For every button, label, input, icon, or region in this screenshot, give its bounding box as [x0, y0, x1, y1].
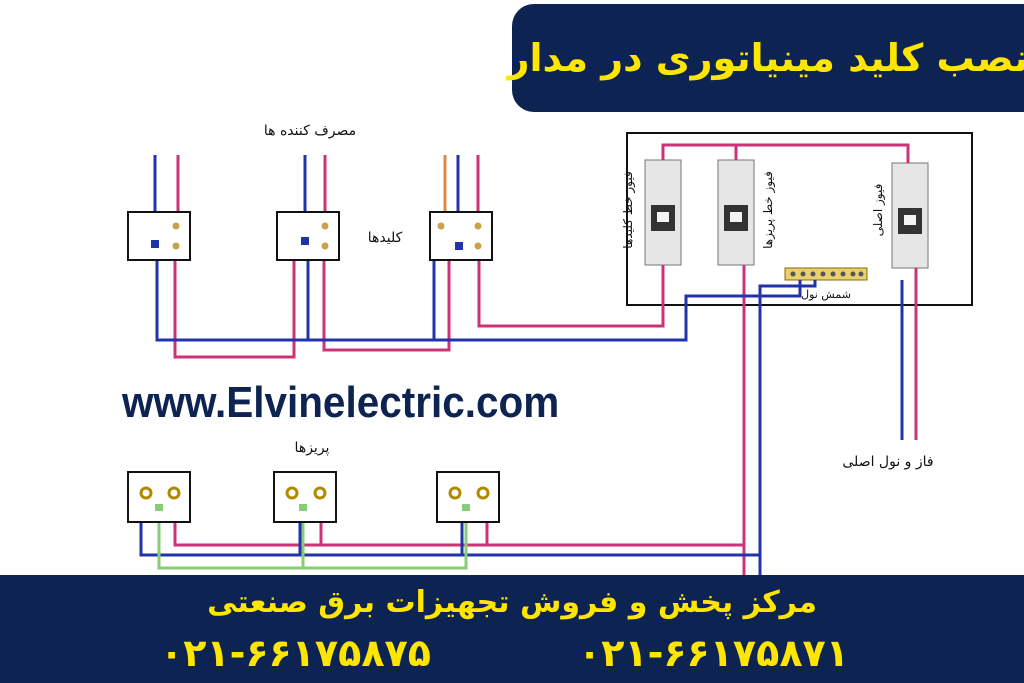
neutral-busbar-bar — [784, 267, 868, 281]
switch-box-1 — [127, 211, 191, 261]
label-neutral-busbar: شمش نول — [801, 288, 851, 301]
footer-banner: مرکز پخش و فروش تجهیزات برق صنعتی ۰۲۱-۶۶… — [0, 575, 1024, 683]
phone-number-2: ۰۲۱-۶۶۱۷۵۸۷۱ — [578, 631, 849, 675]
outlet-box-1 — [127, 471, 191, 523]
breaker-switch-line — [644, 159, 682, 266]
switch-box-3 — [429, 211, 493, 261]
title-banner: نصب کلید مینیاتوری در مدار — [508, 4, 1024, 112]
website-url: www.Elvinelectric.com — [122, 378, 560, 427]
label-switches: کلیدها — [368, 230, 403, 246]
company-name: مرکز پخش و فروش تجهیزات برق صنعتی — [207, 585, 817, 620]
page-title: نصب کلید مینیاتوری در مدار — [507, 36, 1024, 80]
distribution-panel — [626, 132, 973, 306]
label-outlets: پریزها — [295, 440, 330, 456]
label-main-phase-neutral: فاز و نول اصلی — [842, 454, 933, 470]
neutral-wires — [139, 155, 904, 580]
label-outlet-line-fuse: فیوز خط پریزها — [761, 171, 776, 249]
outlet-box-2 — [273, 471, 337, 523]
label-consumers: مصرف کننده ها — [264, 123, 356, 139]
switch-box-2 — [276, 211, 340, 261]
breaker-outlet-line — [717, 159, 755, 266]
outlet-box-3 — [436, 471, 500, 523]
breaker-main — [891, 162, 929, 269]
label-main-fuse: فیوز اصلی — [871, 184, 886, 237]
label-switch-line-fuse: فیوز خط کلیدها — [621, 171, 636, 248]
phone-number-1: ۰۲۱-۶۶۱۷۵۸۷۵ — [160, 631, 431, 675]
phase-wires — [173, 143, 918, 580]
